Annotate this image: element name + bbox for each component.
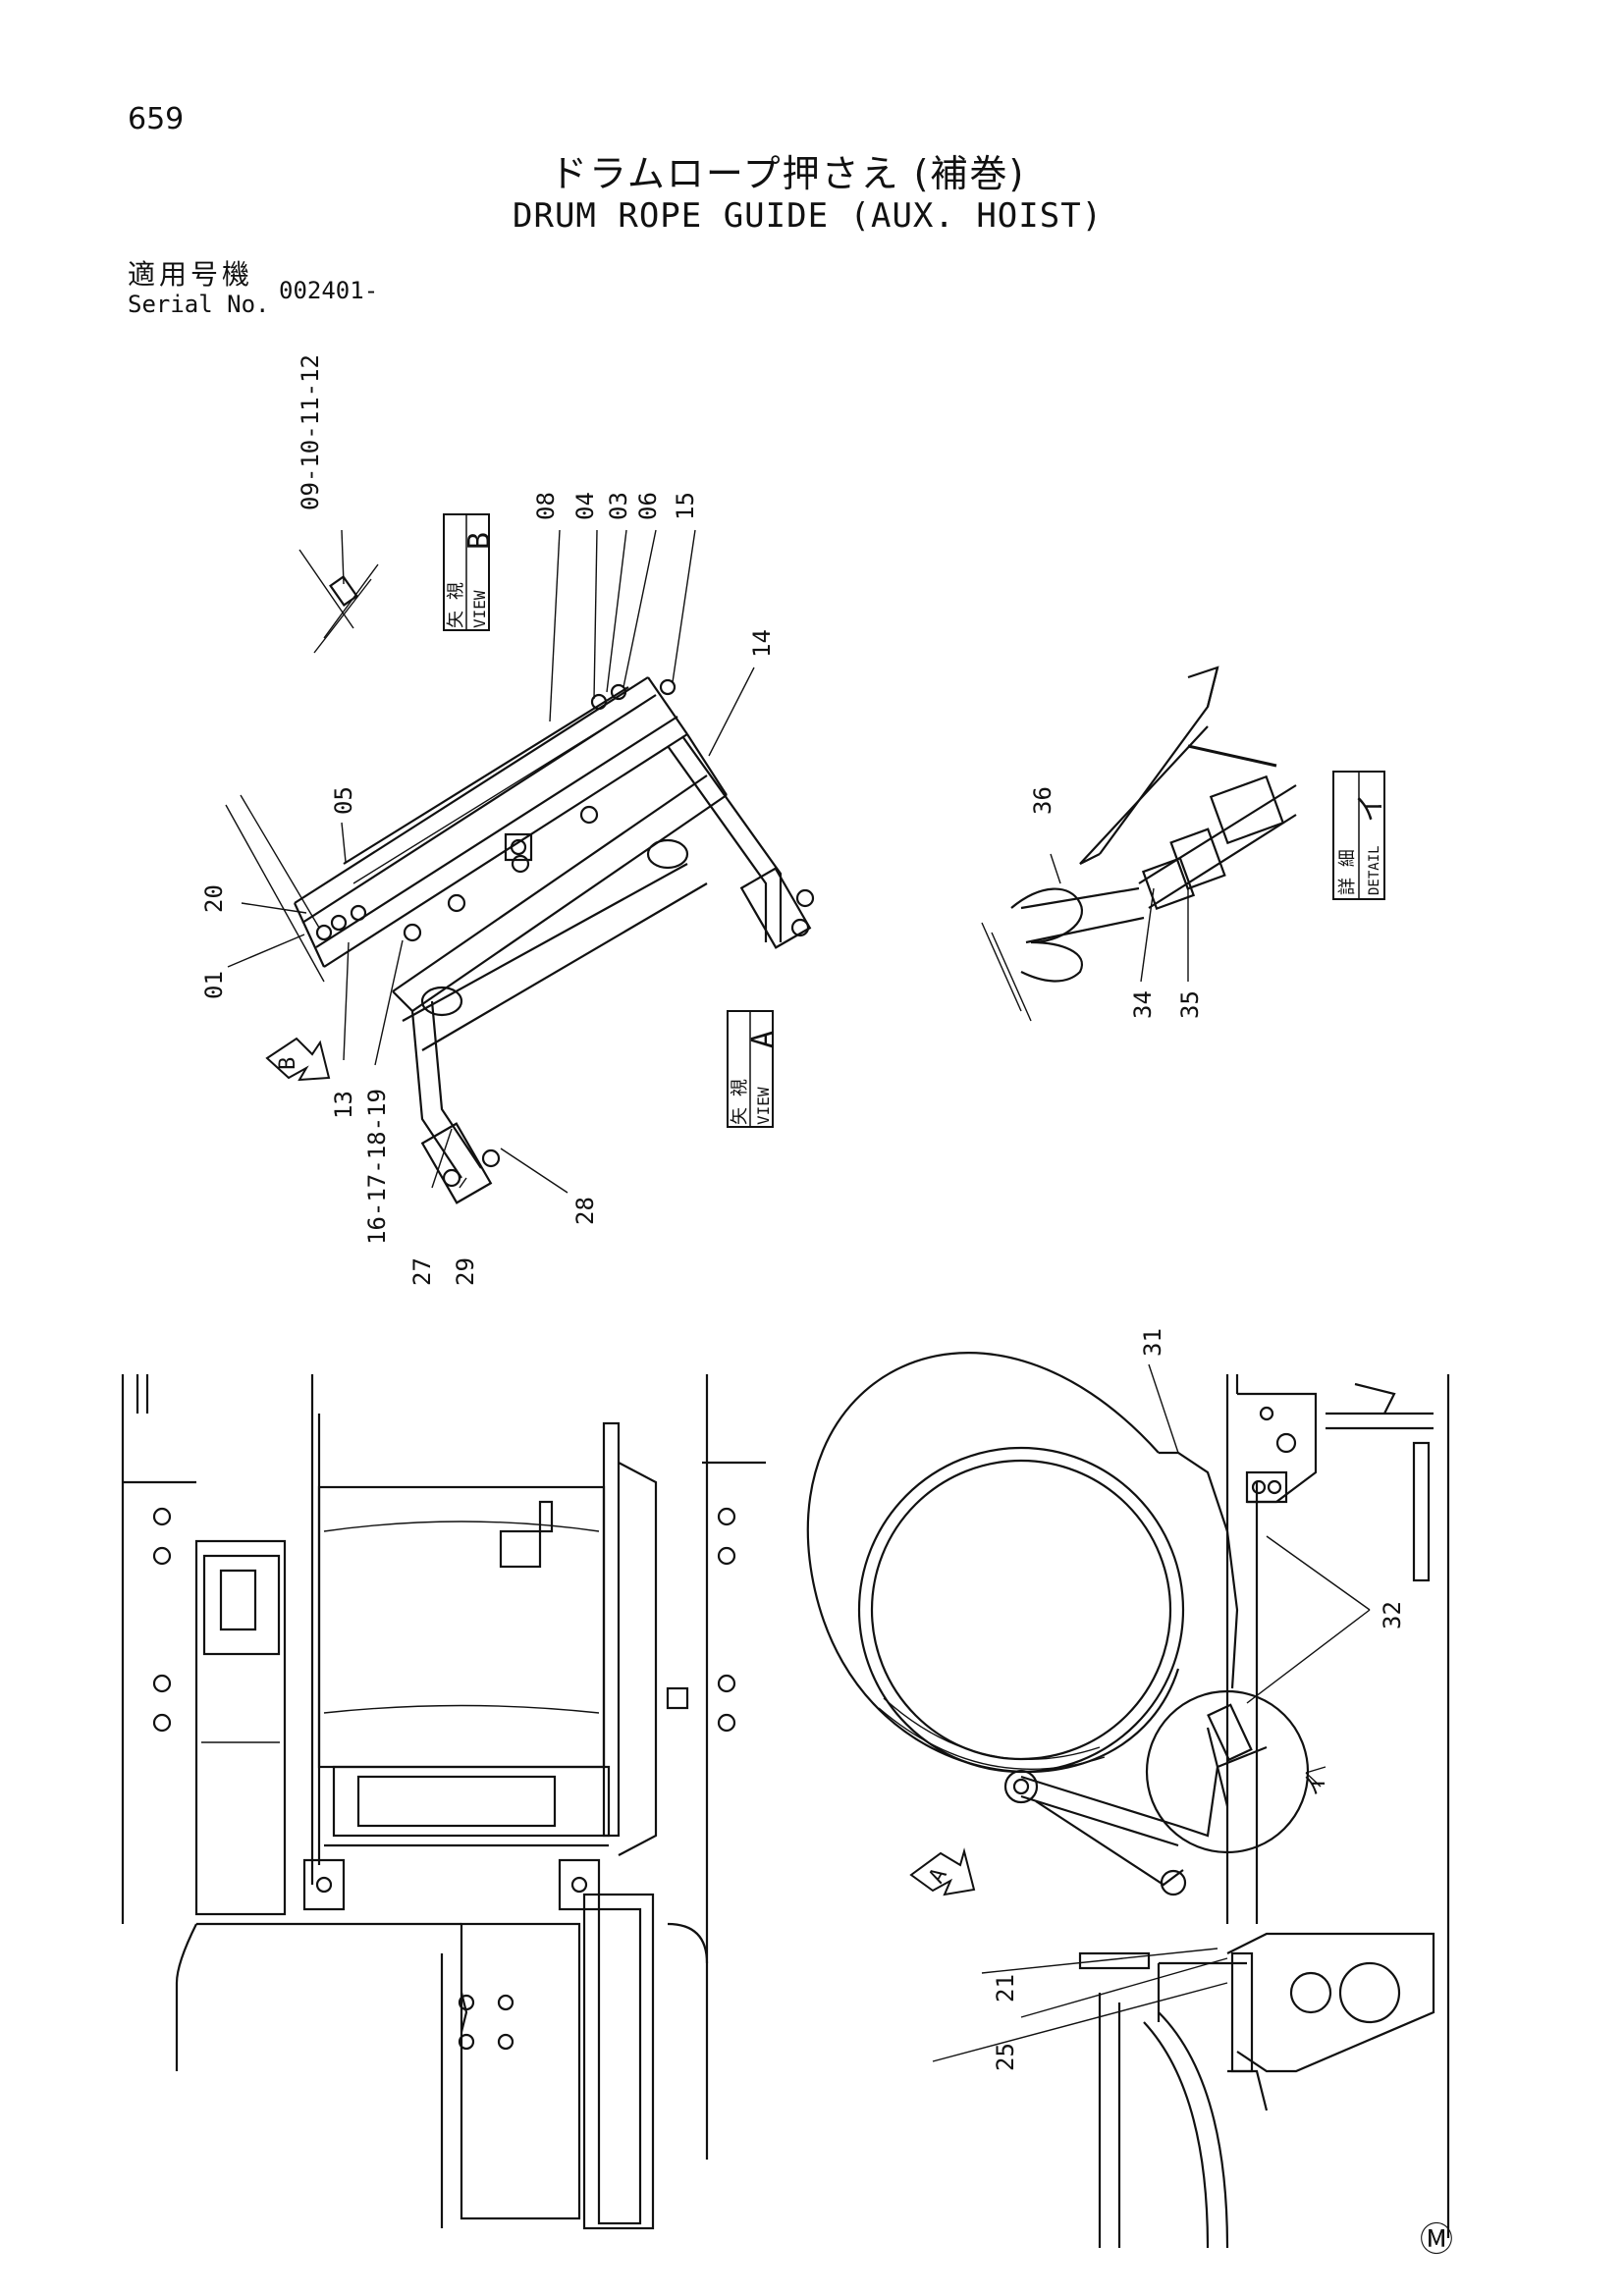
view-a-letter: A <box>746 1031 781 1048</box>
label-03: 03 <box>605 492 632 520</box>
leader-lines-view-b <box>227 529 755 1194</box>
view-b-jp: 矢 視 <box>446 582 466 628</box>
label-29: 29 <box>452 1257 479 1286</box>
label-21: 21 <box>992 1974 1019 2002</box>
label-13: 13 <box>330 1091 357 1119</box>
page-title-english: DRUM ROPE GUIDE (AUX. HOIST) <box>513 196 1104 236</box>
label-16-17-18-19: 16-17-18-19 <box>363 1089 391 1245</box>
label-31: 31 <box>1139 1328 1166 1357</box>
view-b-arrow: B <box>265 1037 331 1082</box>
guide-frame <box>225 676 815 1204</box>
label-14: 14 <box>748 629 776 658</box>
label-36: 36 <box>1029 786 1056 815</box>
detail-i-label-box: 詳 細 DETAIL イ <box>1332 771 1388 900</box>
view-a-label-box: 矢 視 VIEW A <box>727 1010 781 1128</box>
detail-i-jp: 詳 細 <box>1337 849 1358 895</box>
detail-i-assembly <box>981 666 1297 1022</box>
page-number: 659 <box>128 102 185 136</box>
page-title-japanese: ドラムロープ押さえ (補巻) <box>550 152 1026 195</box>
label-25: 25 <box>992 2043 1019 2071</box>
view-a-jp: 矢 視 <box>730 1079 750 1125</box>
serial-number-value: 002401- <box>279 277 379 304</box>
view-b-assembly: 矢 視 VIEW B B 09-10-11-12 0 <box>200 354 815 1286</box>
winch-drum-top-view <box>121 1374 766 2230</box>
view-b-letter: B <box>462 532 497 550</box>
label-34: 34 <box>1129 990 1157 1019</box>
label-27: 27 <box>408 1257 436 1286</box>
label-35: 35 <box>1176 990 1204 1019</box>
arrow-b-letter: B <box>276 1057 300 1070</box>
view-b-label-box: 矢 視 VIEW B <box>443 513 497 631</box>
bolt-detail-09-12 <box>298 529 379 654</box>
detail-i-letter: イ <box>1354 793 1388 823</box>
drum-side-view: A イ <box>806 1352 1450 2249</box>
label-06: 06 <box>634 492 662 520</box>
label-32: 32 <box>1379 1601 1406 1629</box>
label-20: 20 <box>200 884 228 913</box>
label-04: 04 <box>571 492 599 520</box>
label-28: 28 <box>571 1197 599 1225</box>
label-08: 08 <box>532 492 560 520</box>
detail-i-marker: イ <box>1302 1773 1329 1796</box>
serial-label-english: Serial No. <box>128 291 270 318</box>
label-15: 15 <box>672 492 699 520</box>
view-a-en: VIEW <box>754 1087 773 1125</box>
view-b-en: VIEW <box>470 590 489 628</box>
label-05: 05 <box>330 786 357 815</box>
detail-i-en: DETAIL <box>1367 845 1382 895</box>
label-09-10-11-12: 09-10-11-12 <box>297 354 324 510</box>
serial-label-japanese: 適用号機 <box>128 258 254 291</box>
label-01: 01 <box>200 971 228 999</box>
view-a-arrow: A <box>909 1847 976 1896</box>
